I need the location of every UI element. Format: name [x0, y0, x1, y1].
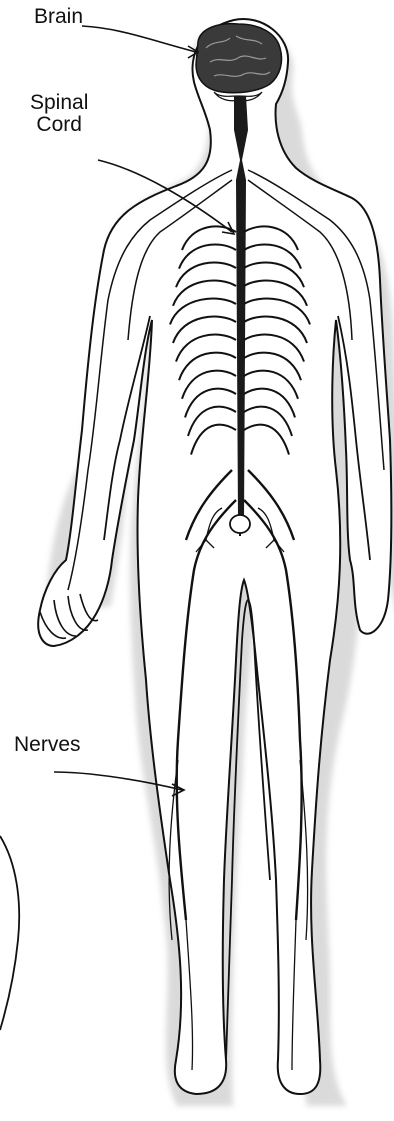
spinal-cord-label: Spinal Cord — [30, 92, 88, 136]
spinal-cord-label-line2: Cord — [30, 114, 88, 136]
nerves-label: Nerves — [14, 734, 81, 756]
partial-circle — [0, 836, 19, 1030]
spinal-cord-label-line1: Spinal — [30, 92, 88, 114]
body-outline — [38, 19, 391, 1094]
brain-pointer — [82, 26, 196, 52]
brain-label: Brain — [34, 6, 83, 28]
